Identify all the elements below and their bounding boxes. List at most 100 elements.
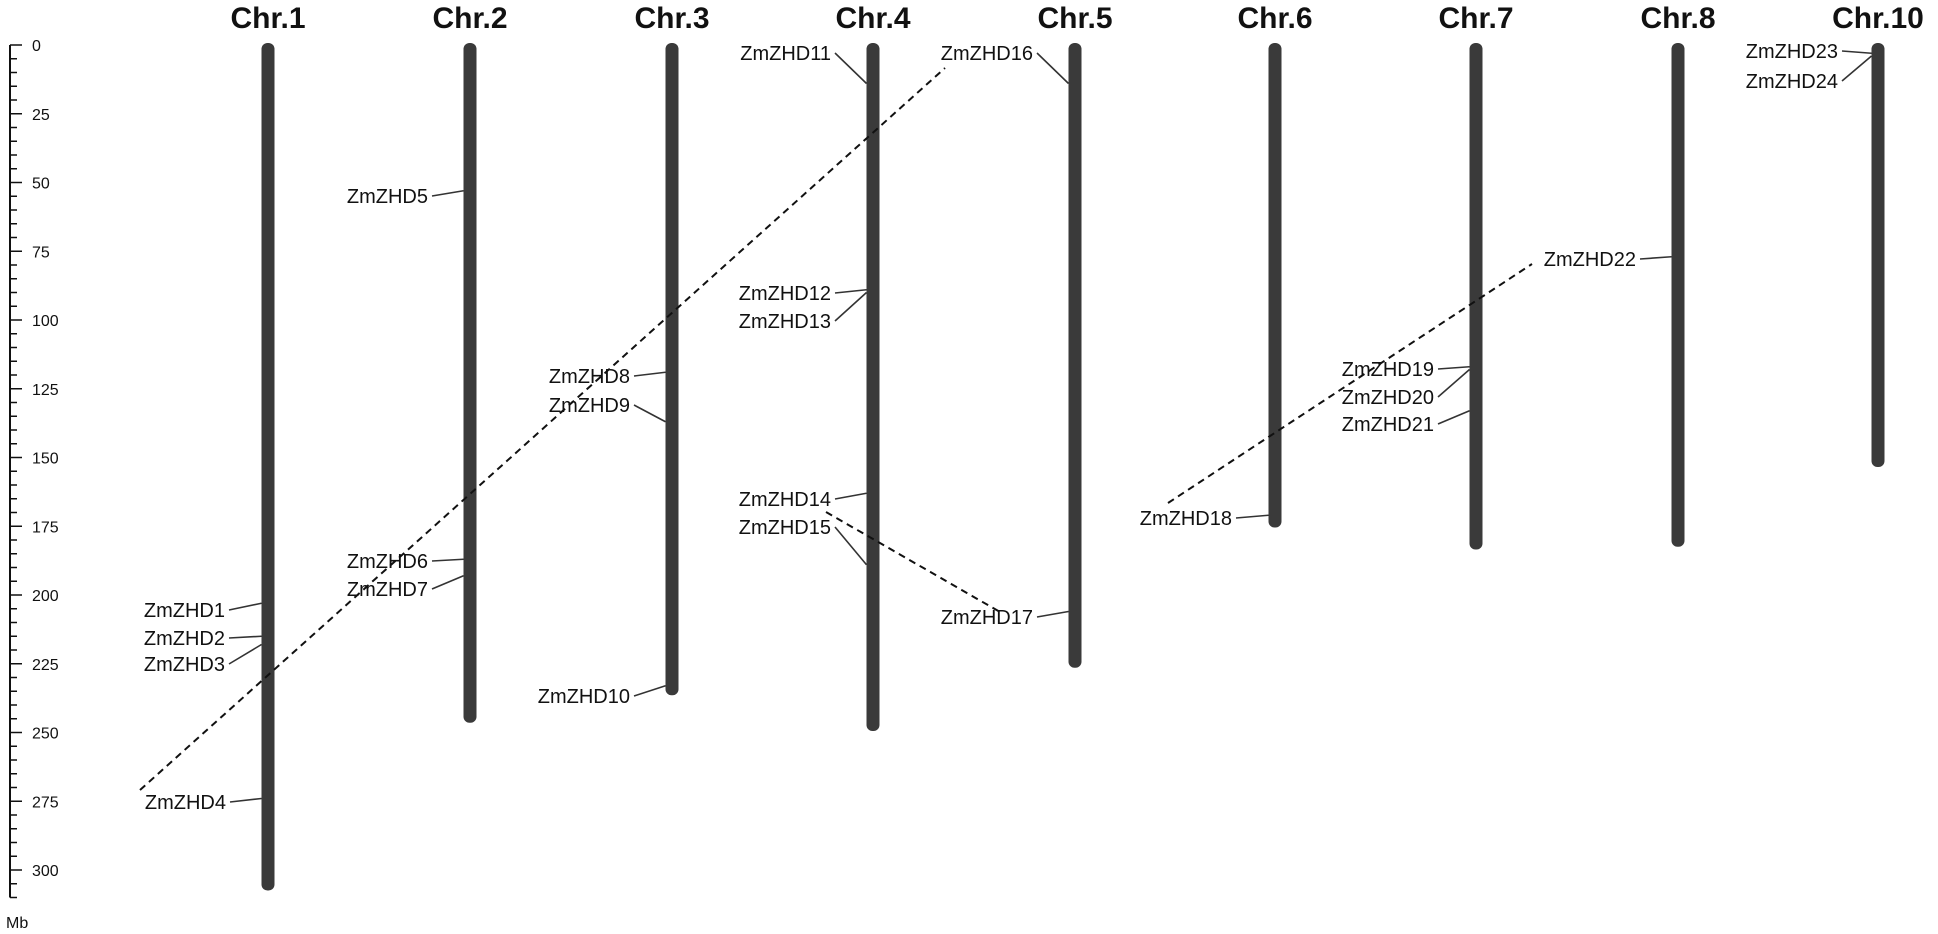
gene-label: ZmZHD7 <box>347 579 428 601</box>
chromosome-chr10: Chr.10 <box>1832 2 1924 467</box>
gene-leader-line <box>431 575 464 590</box>
chromosome-bar <box>261 43 275 891</box>
gene-leader-line <box>633 404 666 423</box>
gene-label: ZmZHD9 <box>549 395 630 417</box>
scale-tick-label: 300 <box>32 863 59 880</box>
gene-marker-zmzhd8: ZmZHD8 <box>549 366 666 388</box>
chromosome-chr6: Chr.6 <box>1237 2 1313 528</box>
duplication-line <box>139 67 946 791</box>
chromosome-bar <box>1068 43 1082 668</box>
gene-leader-line <box>1437 410 1470 425</box>
scale-tick-label: 0 <box>32 38 41 55</box>
gene-leader-line <box>1235 514 1269 519</box>
chromosome-bar <box>463 43 477 723</box>
gene-leader-line <box>1036 52 1070 85</box>
scale-tick-label: 225 <box>32 657 59 674</box>
gene-marker-zmzhd12: ZmZHD12 <box>739 283 867 305</box>
gene-label: ZmZHD19 <box>1342 359 1434 381</box>
gene-marker-zmzhd11: ZmZHD11 <box>740 43 868 85</box>
gene-leader-line <box>431 189 464 197</box>
gene-marker-zmzhd21: ZmZHD21 <box>1342 410 1470 436</box>
gene-label: ZmZHD4 <box>145 792 226 814</box>
gene-label: ZmZHD13 <box>739 311 831 333</box>
chromosome-bar <box>665 43 679 696</box>
chromosome-chr4: Chr.4 <box>835 2 911 731</box>
gene-leader-line <box>228 602 262 611</box>
chromosome-chr7: Chr.7 <box>1438 2 1514 550</box>
gene-leader-line <box>1639 255 1672 260</box>
gene-leader-line <box>431 558 464 562</box>
gene-leader-line <box>834 52 868 85</box>
gene-leader-line <box>1437 368 1471 398</box>
chromosome-title: Chr.2 <box>432 2 507 35</box>
gene-marker-zmzhd3: ZmZHD3 <box>144 643 262 676</box>
chromosome-chr3: Chr.3 <box>634 2 710 696</box>
scale-tick-label: 150 <box>32 451 59 468</box>
gene-leader-line <box>834 526 868 566</box>
chromosome-title: Chr.5 <box>1037 2 1112 35</box>
gene-label: ZmZHD3 <box>144 654 225 676</box>
gene-marker-zmzhd4: ZmZHD4 <box>145 792 262 814</box>
chromosome-title: Chr.6 <box>1237 2 1312 35</box>
gene-label: ZmZHD17 <box>941 607 1033 629</box>
gene-marker-zmzhd19: ZmZHD19 <box>1342 359 1470 381</box>
gene-marker-zmzhd7: ZmZHD7 <box>347 575 464 601</box>
gene-label: ZmZHD8 <box>549 366 630 388</box>
duplication-line <box>825 511 1001 613</box>
gene-marker-zmzhd6: ZmZHD6 <box>347 551 464 573</box>
gene-label: ZmZHD15 <box>739 517 831 539</box>
gene-marker-zmzhd22: ZmZHD22 <box>1544 249 1672 271</box>
gene-label: ZmZHD12 <box>739 283 831 305</box>
chromosome-bar <box>866 43 880 731</box>
gene-label: ZmZHD2 <box>144 628 225 650</box>
gene-leader-line <box>834 291 868 322</box>
gene-label: ZmZHD11 <box>740 43 831 65</box>
chromosome-title: Chr.3 <box>634 2 709 35</box>
gene-leader-line <box>633 371 666 377</box>
gene-label: ZmZHD23 <box>1746 41 1838 63</box>
gene-label: ZmZHD22 <box>1544 249 1636 271</box>
gene-marker-zmzhd5: ZmZHD5 <box>347 186 464 208</box>
gene-marker-zmzhd10: ZmZHD10 <box>538 684 666 708</box>
scale-tick-label: 75 <box>32 244 50 261</box>
gene-leader-line <box>1841 55 1873 82</box>
chromosome-bar <box>1871 43 1885 467</box>
gene-label: ZmZHD21 <box>1342 414 1434 436</box>
gene-leader-line <box>834 492 867 500</box>
scale-tick-label: 275 <box>32 794 59 811</box>
gene-leader-line <box>633 684 666 697</box>
gene-label: ZmZHD14 <box>739 489 831 511</box>
scale-tick-label: 50 <box>32 176 50 193</box>
gene-label: ZmZHD18 <box>1140 508 1232 530</box>
scale-tick-label: 100 <box>32 313 59 330</box>
gene-leader-line <box>228 635 262 639</box>
gene-label: ZmZHD24 <box>1746 71 1838 93</box>
duplication-group <box>139 67 1533 791</box>
gene-leader-line <box>1036 610 1069 618</box>
chromosome-title: Chr.7 <box>1438 2 1513 35</box>
gene-leader-line <box>229 797 262 803</box>
gene-marker-zmzhd2: ZmZHD2 <box>144 628 262 650</box>
gene-leader-line <box>834 288 867 294</box>
gene-group: ZmZHD1ZmZHD2ZmZHD3ZmZHD4ZmZHD5ZmZHD6ZmZH… <box>144 41 1873 814</box>
chromosome-title: Chr.10 <box>1832 2 1924 35</box>
gene-marker-zmzhd23: ZmZHD23 <box>1746 41 1872 63</box>
chromosome-title: Chr.8 <box>1640 2 1715 35</box>
scale-tick-label: 25 <box>32 107 50 124</box>
chromosome-chr8: Chr.8 <box>1640 2 1716 547</box>
chromosome-bar <box>1469 43 1483 550</box>
gene-label: ZmZHD6 <box>347 551 428 573</box>
gene-leader-line <box>228 643 262 665</box>
gene-label: ZmZHD16 <box>941 43 1033 65</box>
scale-unit-label: Mb <box>6 915 28 932</box>
scale-tick-label: 125 <box>32 382 59 399</box>
scale-tick-label: 175 <box>32 519 59 536</box>
chromosome-chr2: Chr.2 <box>432 2 508 723</box>
chromosome-title: Chr.1 <box>230 2 305 35</box>
gene-marker-zmzhd24: ZmZHD24 <box>1746 55 1873 93</box>
chromosome-group: Chr.1 Chr.2 Chr.3 Chr.4 Chr.5 Chr.6 Chr.7 Chr.8… <box>230 2 1924 891</box>
gene-marker-zmzhd17: ZmZHD17 <box>941 607 1069 629</box>
gene-marker-zmzhd9: ZmZHD9 <box>549 395 666 423</box>
